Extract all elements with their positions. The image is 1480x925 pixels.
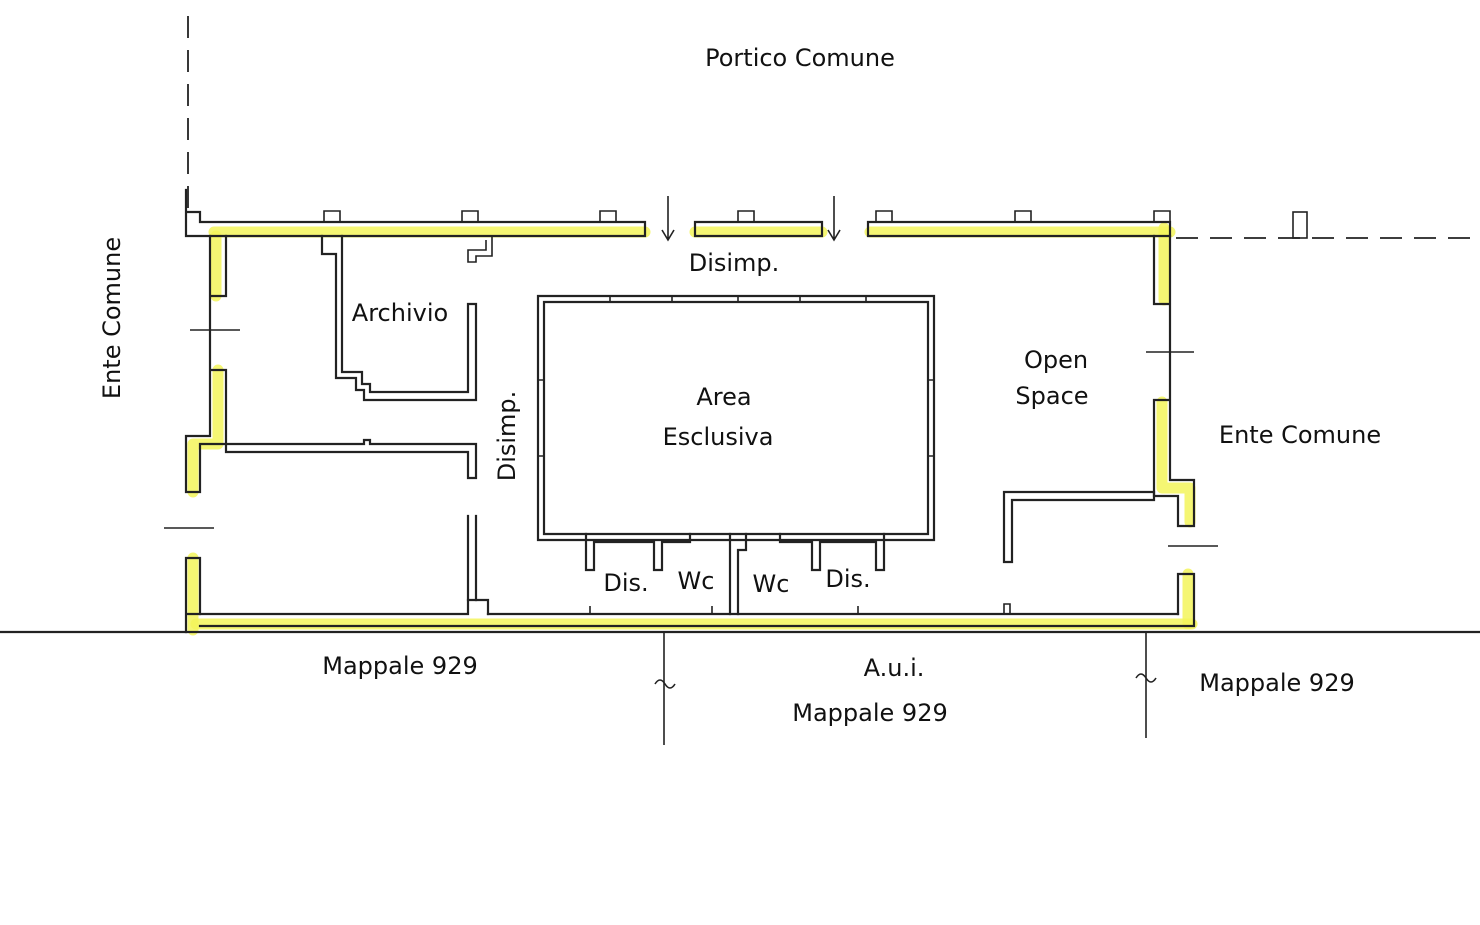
label-wc-left: Wc (678, 567, 715, 595)
break-symbol-right (1135, 673, 1157, 683)
outer-wall-left (184, 234, 228, 634)
label-aui: A.u.i. (864, 654, 925, 682)
label-mappale-center: Mappale 929 (792, 699, 947, 727)
break-symbol-left (654, 679, 676, 689)
context-lines (0, 16, 1480, 745)
archivio-partition-stub (467, 235, 493, 263)
label-open: Open (1024, 346, 1088, 374)
labels: Portico Comune Ente Comune Disimp. Disim… (98, 44, 1381, 727)
entry-arrow-left (661, 196, 675, 242)
label-ente-comune-right: Ente Comune (1219, 421, 1381, 449)
outer-wall-bottom (198, 598, 1194, 628)
label-esclusiva: Esclusiva (663, 423, 774, 451)
label-archivio: Archivio (352, 299, 448, 327)
label-portico-comune: Portico Comune (705, 44, 895, 72)
label-dis-left: Dis. (603, 569, 648, 597)
archivio-walls (320, 234, 478, 402)
label-disimp-top: Disimp. (689, 249, 780, 277)
label-space: Space (1015, 382, 1088, 410)
open-space-partition (1002, 490, 1156, 564)
pilasters-top (323, 210, 1171, 222)
label-mappale-right: Mappale 929 (1199, 669, 1354, 697)
area-esclusiva-outline (536, 294, 936, 542)
label-disimp-vertical: Disimp. (493, 391, 521, 482)
highlight-right-wall-lower (1156, 396, 1196, 528)
pilasters-bottom (589, 603, 1011, 614)
label-dis-right: Dis. (825, 565, 870, 593)
outer-wall-top (184, 188, 1172, 238)
middle-room-walls (224, 438, 478, 480)
highlight-left-wall-mid (187, 364, 224, 498)
boundary-marker (1292, 211, 1308, 239)
area-esclusiva-ticks (538, 296, 934, 457)
lower-room-wall (466, 514, 490, 616)
label-ente-comune-left: Ente Comune (98, 237, 126, 399)
bathroom-walls (584, 532, 886, 616)
walls (164, 188, 1218, 634)
label-mappale-left: Mappale 929 (322, 652, 477, 680)
entry-arrow-right (827, 196, 841, 242)
label-area: Area (696, 383, 751, 411)
label-wc-right: Wc (753, 570, 790, 598)
